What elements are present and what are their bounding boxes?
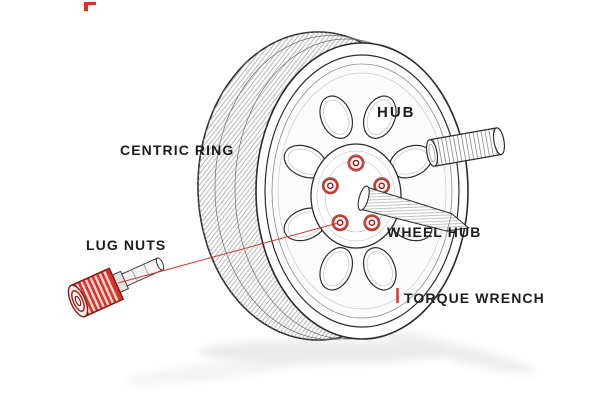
label-wheel-hub: WHEEL HUB: [387, 224, 481, 240]
label-centric-ring: CENTRIC RING: [120, 142, 234, 158]
ground-shadows: [123, 330, 535, 385]
lug-holes: [321, 154, 391, 232]
label-hub: HUB: [377, 104, 416, 121]
lug-hole: [331, 214, 349, 232]
corner-mark: [84, 2, 96, 11]
spoke-hole: [319, 95, 354, 139]
labels: HUB CENTRIC RING LUG NUTS WHEEL HUB TORQ…: [86, 104, 545, 306]
spoke-hole: [362, 247, 397, 291]
spoke-hole: [319, 247, 354, 291]
spoke-hole: [283, 144, 328, 179]
wrench-shadow: [375, 330, 535, 374]
wheel-hub-stud: [357, 185, 470, 232]
spoke-hole: [362, 95, 397, 139]
stud-base-collar: [357, 185, 370, 211]
shaft-end-cap: [155, 257, 165, 271]
hub: [310, 143, 402, 249]
extension-end-cap: [492, 127, 506, 156]
lug-hole: [321, 177, 339, 195]
lug-nut-tool: [67, 257, 165, 318]
leader-line-lug-nuts: [117, 222, 339, 284]
label-torque-wrench: TORQUE WRENCH: [404, 290, 545, 306]
torque-wrench-extension: [425, 127, 506, 167]
lug-hole: [363, 214, 381, 232]
label-lug-nuts: LUG NUTS: [86, 237, 166, 253]
wheel-shadow: [198, 340, 442, 364]
tool-shadow: [123, 357, 307, 385]
rim-barrel-ring: [277, 72, 447, 310]
lug-hole: [347, 154, 365, 172]
socket-knurl-stripes: [75, 271, 119, 314]
